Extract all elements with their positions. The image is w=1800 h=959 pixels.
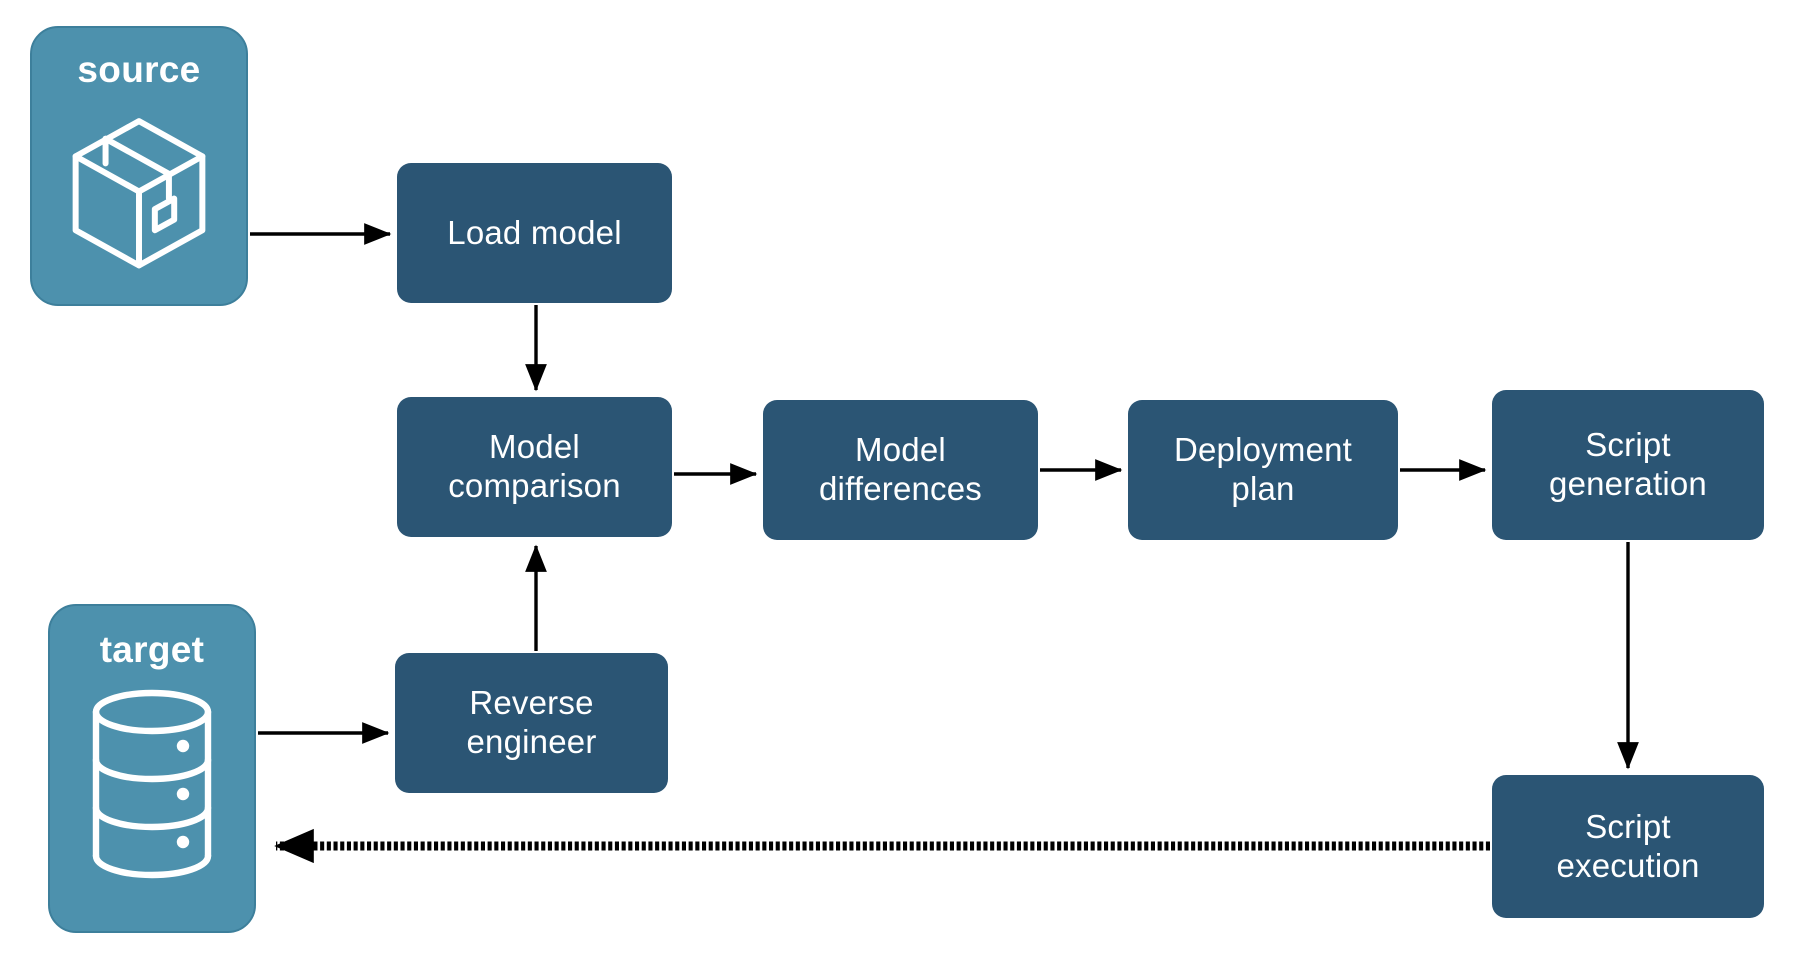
endpoint-source-label: source	[77, 49, 201, 90]
process-model-comparison[interactable]: Model comparison	[397, 397, 672, 537]
database-cylinder-icon	[77, 684, 227, 884]
process-deployment-plan[interactable]: Deployment plan	[1128, 400, 1398, 540]
process-script-execution[interactable]: Script execution	[1492, 775, 1764, 918]
process-script-generation[interactable]: Script generation	[1492, 390, 1764, 540]
endpoint-source[interactable]: source	[30, 26, 248, 306]
process-load-model[interactable]: Load model	[397, 163, 672, 303]
endpoint-target[interactable]: target	[48, 604, 256, 933]
process-reverse-engineer[interactable]: Reverse engineer	[395, 653, 668, 793]
process-model-differences[interactable]: Model differences	[763, 400, 1038, 540]
endpoint-target-label: target	[99, 629, 205, 670]
package-box-icon	[51, 100, 227, 276]
